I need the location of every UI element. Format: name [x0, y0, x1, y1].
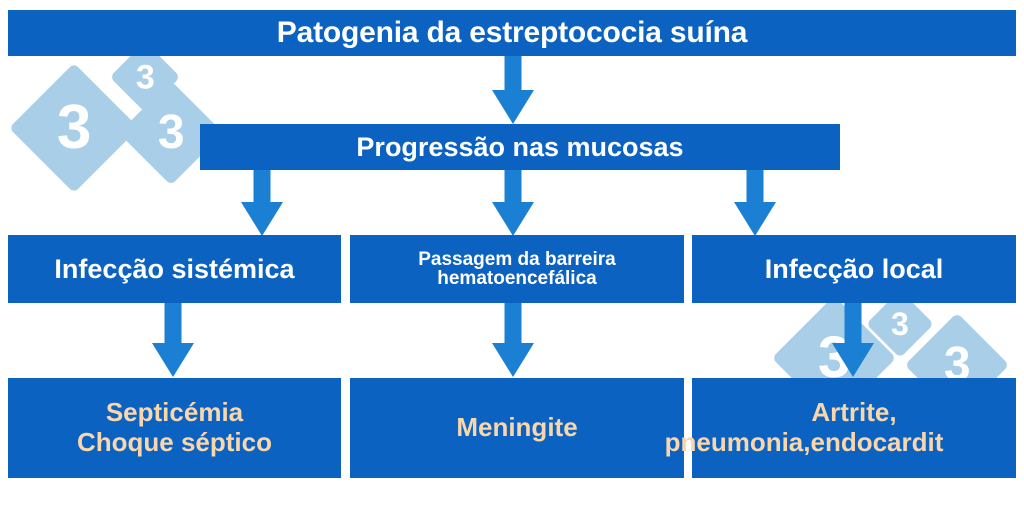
arrow-local-to-arthritis: [832, 303, 874, 379]
node-sepsis: Septicémia Choque séptico: [8, 378, 341, 478]
watermark-left: 3 3 3: [8, 41, 224, 194]
watermark-glyph: 3: [135, 57, 155, 96]
arrow-mucosa-to-systemic: [241, 170, 283, 236]
arrow-head: [152, 343, 194, 377]
arrow-shaft: [504, 170, 522, 204]
node-local-infection: Infecção local: [692, 235, 1016, 303]
arrow-head: [492, 90, 534, 124]
node-sepsis-line1: Septicémia: [105, 397, 244, 428]
arrow-shaft: [746, 170, 764, 204]
node-title: Patogenia da estreptococia suína: [8, 10, 1016, 56]
watermark-glyph: 3: [157, 105, 185, 159]
arrow-head: [241, 202, 283, 236]
node-arthritis-line1: Artrite,: [811, 397, 897, 428]
watermark-diamond-large: 3: [8, 62, 140, 194]
arrow-shaft: [164, 303, 182, 345]
arrow-head: [492, 343, 534, 377]
node-mucosa: Progressão nas mucosas: [200, 124, 840, 170]
node-blood-brain-barrier: Passagem da barreira hematoencefálica: [350, 235, 684, 303]
node-blood-brain-barrier-line2: hematoencefálica: [437, 268, 597, 289]
arrow-head: [492, 202, 534, 236]
arrow-head: [832, 343, 874, 377]
watermark-glyph: 3: [891, 305, 909, 342]
node-sepsis-line2: Choque séptico: [76, 427, 272, 457]
arrow-shaft: [504, 303, 522, 345]
arrow-shaft: [253, 170, 271, 204]
arrow-head: [734, 202, 776, 236]
node-meningitis: Meningite: [350, 378, 684, 478]
node-arthritis-line2: pneumonia,endocardit: [664, 427, 944, 457]
arrow-systemic-to-sepsis: [152, 303, 194, 379]
arrow-mucosa-to-local: [734, 170, 776, 236]
node-arthritis-pneumonia-endocarditis: Artrite, pneumonia,endocardit: [665, 378, 1016, 478]
arrow-title-to-mucosa: [492, 56, 534, 124]
node-blood-brain-barrier-line1: Passagem da barreira: [418, 249, 616, 270]
arrow-shaft: [844, 303, 862, 345]
node-systemic-infection: Infecção sistémica: [8, 235, 341, 303]
arrow-mucosa-to-barrier: [492, 170, 534, 236]
arrow-barrier-to-meningitis: [492, 303, 534, 379]
watermark-glyph: 3: [56, 92, 92, 162]
arrow-shaft: [504, 56, 522, 92]
